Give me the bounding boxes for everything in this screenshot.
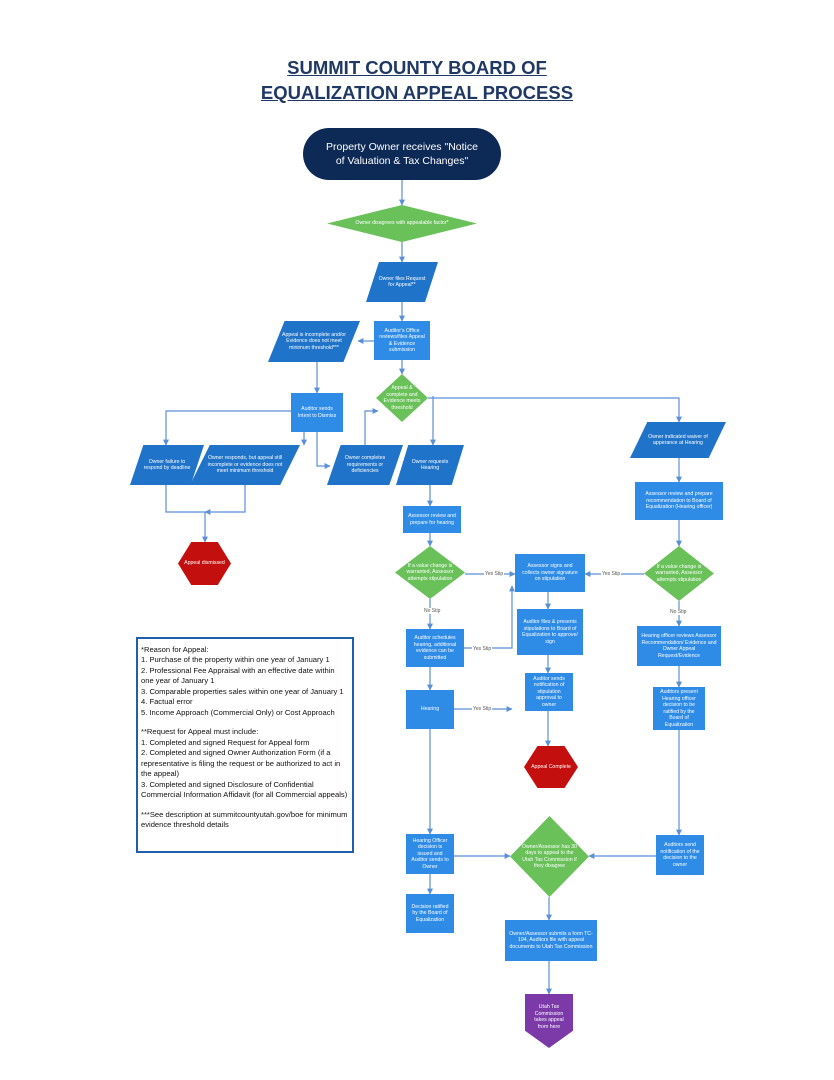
auditor-files-stipulations: Auditor files & presents stipulations to…: [517, 609, 583, 655]
reason-item: 1. Purchase of the property within one y…: [141, 655, 330, 665]
auditors-present-decision: Auditors present Hearing officer decisio…: [653, 687, 705, 730]
owner-completes-requirements: Owner completes requirements or deficien…: [327, 445, 403, 485]
hearing-officer-decision: Hearing Officer decision is issued and A…: [406, 834, 454, 874]
auditor-sends-notification: Auditor sends notification of stipulatio…: [525, 673, 573, 711]
edge-intent-completes: [316, 432, 331, 469]
appeal-dismissed-terminal: Appeal dismissed: [178, 542, 231, 585]
edge-label-no-stip-left: No Stip: [423, 608, 442, 614]
threshold-note: ***See description at summitcountyutah.g…: [141, 809, 348, 830]
edge-failure-dismissed: [165, 485, 208, 543]
notes-box: *Reason for Appeal: 1. Purchase of the p…: [136, 637, 354, 853]
owner-waiver: Owner indicated waiver of apperance at H…: [630, 422, 726, 458]
request-heading: **Request for Appeal must include:: [141, 727, 259, 737]
owner-failure-respond: Owner failure to respond by deadline: [130, 445, 204, 485]
reason-item: 5. Income Approach (Commercial Only) or …: [141, 707, 335, 717]
decision-ratified: Decision ratified by the Board of Equali…: [406, 894, 454, 933]
start-terminal: Property Owner receives "Notice of Valua…: [303, 128, 501, 180]
edge-still-dismissed: [204, 485, 246, 515]
reason-heading: *Reason for Appeal:: [141, 645, 209, 654]
auditors-send-decision: Auditors send notification of the decisi…: [656, 835, 704, 875]
edge-label-yes-stip-3: Yes Stip: [472, 646, 493, 652]
requirement-item: 2. Completed and signed Owner Authorizat…: [141, 748, 341, 779]
edge-intent-failure: [163, 410, 291, 446]
reason-item: 4. Factual error: [141, 697, 193, 707]
edge-label-yes-stip-1: Yes Stip: [484, 571, 505, 577]
owner-files-request: Owner files Request for Appeal**: [366, 262, 438, 302]
owner-requests-hearing: Owner requests Hearing: [396, 445, 464, 485]
appeal-incomplete: Appeal is incomplete and/or Evidence doe…: [268, 321, 360, 362]
edge-label-no-stip-right: No Stip: [669, 609, 688, 615]
edge-complete-waiver: [428, 397, 682, 423]
reason-item: 2. Professional Fee Appraisal with an ef…: [141, 665, 335, 686]
appeal-complete-terminal: Appeal Complete: [524, 746, 578, 788]
auditor-intent-dismiss: Auditor sends Intent to Dismiss: [291, 393, 343, 432]
owner-still-incomplete: Owner responds, but appeal still incompl…: [190, 445, 300, 485]
assessor-signs-stipulation: Assessor signs and collects owner signat…: [515, 554, 585, 592]
auditor-schedules-hearing: Auditor schedules hearing, additional ev…: [406, 629, 464, 667]
auditor-review: Auditor's Office reviews/files Appeal & …: [374, 321, 430, 360]
assessor-recommendation: Assessor review and prepare recommendati…: [635, 482, 723, 520]
requirement-item: 3. Completed and signed Disclosure of Co…: [141, 779, 348, 800]
reason-item: 3. Comparable properties sales within on…: [141, 686, 344, 696]
page-title-line-1: SUMMIT COUNTY BOARD OF: [287, 57, 547, 78]
page-title-line-2: EQUALIZATION APPEAL PROCESS: [260, 82, 574, 103]
hearing-officer-reviews: Hearing officer reviews Assessor Recomme…: [637, 626, 721, 666]
assessor-prepare-hearing: Assessor review and prepare for hearing: [403, 506, 461, 533]
edge-label-yes-stip-4: Yes Stip: [472, 706, 493, 712]
hearing-step: Hearing: [406, 690, 454, 729]
requirement-item: 1. Completed and signed Request for Appe…: [141, 737, 310, 747]
edge-completes-complete: [364, 408, 379, 445]
edge-label-yes-stip-2: Yes Stip: [601, 571, 622, 577]
form-tc194-submission: Owner/Assessor submits a form TC-194, Au…: [505, 920, 597, 961]
